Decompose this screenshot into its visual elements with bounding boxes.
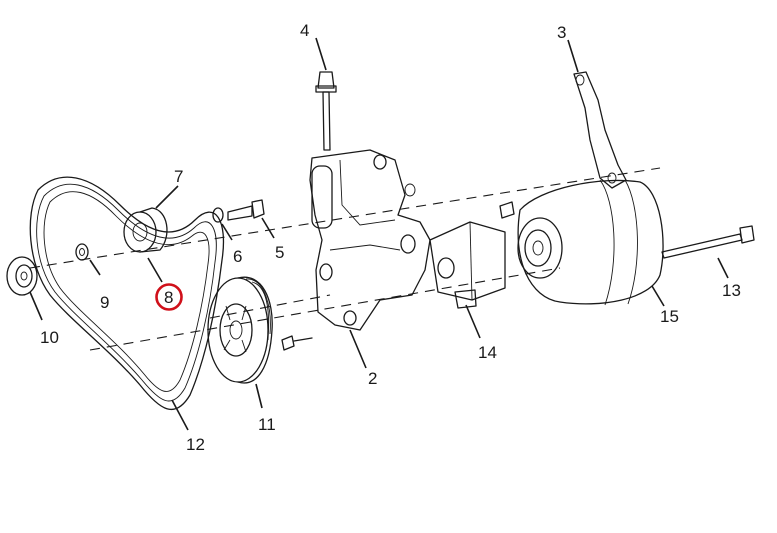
bolt-5 <box>227 199 265 221</box>
callout-4: 4 <box>300 21 309 40</box>
callout-3: 3 <box>557 23 566 42</box>
callout-7: 7 <box>174 167 183 186</box>
mounting-bracket <box>309 149 431 331</box>
callout-10: 10 <box>40 328 59 347</box>
callout-14: 14 <box>478 343 497 362</box>
highlight-ring <box>155 283 183 311</box>
callout-6: 6 <box>233 247 242 266</box>
serpentine-belt <box>29 176 225 410</box>
alternator <box>499 179 664 306</box>
callout-12: 12 <box>186 435 205 454</box>
washer-6 <box>212 207 224 223</box>
washer <box>75 243 89 261</box>
callout-15: 15 <box>660 307 679 326</box>
callout-11: 11 <box>258 415 276 434</box>
callout-13: 13 <box>722 281 741 300</box>
callout-8: 8 <box>164 288 173 307</box>
crankshaft-pulley <box>207 276 273 384</box>
leader-lines <box>29 37 729 431</box>
bracket-bolt <box>281 335 313 351</box>
callout-2: 2 <box>368 369 377 388</box>
belt-tensioner <box>429 221 506 309</box>
callout-9: 9 <box>100 293 109 312</box>
idler-pulley-small <box>6 256 38 296</box>
alternator-bolt <box>661 225 755 259</box>
adjusting-arm <box>573 71 627 189</box>
callout-labels: 2 3 4 5 6 7 8 9 10 11 12 13 14 15 <box>40 21 741 454</box>
idler-pulley <box>123 207 168 253</box>
stud-bolt <box>315 71 337 151</box>
callout-5: 5 <box>275 243 284 262</box>
